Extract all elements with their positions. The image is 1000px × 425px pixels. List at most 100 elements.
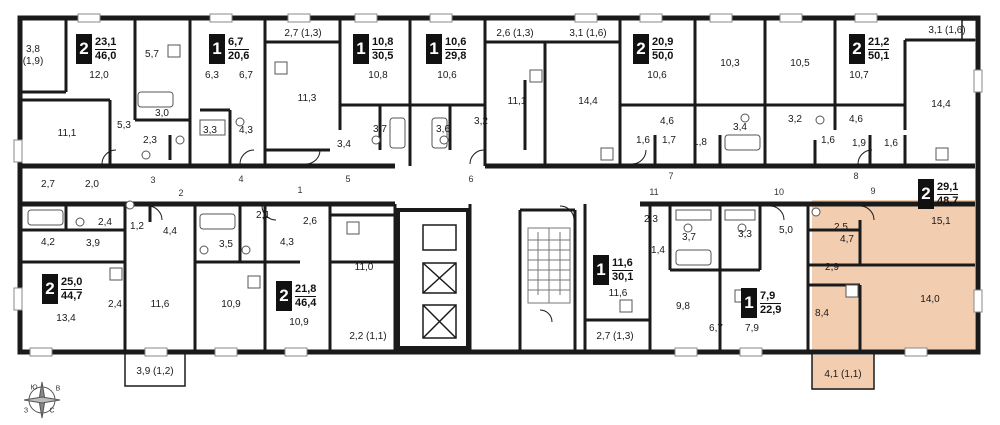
room-area: 3,5 (219, 239, 233, 250)
windows (13, 13, 983, 357)
apartment-living-area: 6,7 (228, 36, 250, 50)
room-area: 4,7 (840, 234, 854, 245)
compass-label-east: В (55, 385, 61, 393)
room-area: 3,3 (203, 125, 217, 136)
room-area: 4,6 (849, 114, 863, 125)
door-number: 7 (668, 171, 674, 181)
room-area: 1,6 (821, 135, 835, 146)
room-area: 14,4 (578, 96, 598, 107)
room-area: 11,3 (297, 93, 317, 104)
door-number: 1 (297, 185, 303, 195)
room-area: 1,7 (662, 135, 676, 146)
room-area: 2,1 (256, 210, 270, 221)
room-area: 3,0 (155, 108, 169, 119)
room-area: 1,4 (651, 245, 665, 256)
room-area: 5,7 (145, 49, 159, 60)
apartment-rooms: 1 (426, 34, 442, 64)
door-number: 9 (870, 186, 876, 196)
staircase (527, 227, 571, 304)
room-area: 3,2 (788, 114, 802, 125)
apartment-rooms: 2 (276, 281, 292, 311)
compass-label-north: С (49, 407, 55, 415)
apartment-total-area: 46,0 (95, 49, 117, 62)
room-area: 10,6 (647, 70, 667, 81)
apartment-total-area: 46,4 (295, 296, 317, 309)
room-area: 1,9 (852, 138, 866, 149)
apartment-rooms: 1 (593, 255, 609, 285)
room-area: 3,6 (436, 124, 450, 135)
room-area: 2,6 (1,3) (496, 28, 534, 39)
apartment-rooms: 2 (633, 34, 649, 64)
room-area: 1,2 (130, 221, 144, 232)
apartment-total-area: 44,7 (61, 289, 83, 302)
room-area: 2,3 (644, 214, 658, 225)
room-area: 3,4 (337, 139, 351, 150)
room-area: 3,1 (1,6) (928, 25, 966, 36)
room-area: 4,1 (1,1) (824, 369, 862, 380)
room-area: 10,3 (720, 58, 740, 69)
room-area: 2,7 (1,3) (596, 331, 634, 342)
room-area: 10,9 (289, 317, 309, 328)
apartment-total-area: 50,1 (868, 49, 890, 62)
bathroom-fixtures (27, 91, 825, 266)
room-area: 10,6 (437, 70, 457, 81)
room-area: 2,5 (834, 222, 848, 233)
room-area: 3,7 (682, 232, 696, 243)
door-number: 2 (178, 188, 184, 198)
room-area: 2,3 (143, 135, 157, 146)
apartment-living-area: 11,6 (612, 256, 634, 271)
corridor (18, 168, 975, 200)
room-area: 3,2 (474, 116, 488, 127)
room-area: 5,0 (779, 225, 793, 236)
room-area: 3,7 (373, 124, 387, 135)
apartment-rooms: 2 (76, 34, 92, 64)
apartment-total-area: 20,6 (228, 49, 250, 62)
apartment-total-area: 29,8 (445, 49, 467, 62)
apartment-rooms: 1 (209, 34, 225, 64)
room-area: 12,0 (89, 70, 109, 81)
room-area: 11,6 (608, 288, 628, 299)
room-area: 2,6 (303, 216, 317, 227)
door-number: 8 (853, 171, 859, 181)
room-area: 11,1 (57, 128, 77, 139)
apartment-living-area: 21,2 (868, 35, 890, 50)
room-area: 2,7 (41, 179, 55, 190)
interior-walls-top (20, 18, 975, 166)
kitchen-stoves (109, 44, 949, 313)
compass-label-south: Ю (30, 384, 38, 392)
apartment-total-area: 22,9 (760, 303, 782, 316)
room-area: 14,4 (931, 99, 951, 110)
room-area: 10,8 (368, 70, 388, 81)
apartment-living-area: 25,0 (61, 275, 83, 290)
apartment-living-area: 7,9 (760, 290, 782, 304)
room-area: 2,4 (98, 217, 112, 228)
room-area: 13,4 (56, 313, 76, 324)
door-number: 4 (238, 174, 244, 184)
apartment-living-area: 10,8 (372, 35, 394, 50)
door-number: 5 (345, 174, 351, 184)
compass-label-west: З (23, 407, 29, 415)
room-area: 3,9 (86, 238, 100, 249)
room-area: 2,2 (1,1) (349, 331, 387, 342)
apartment-living-area: 23,1 (95, 35, 117, 50)
room-area: 2,0 (85, 179, 99, 190)
room-area: 6,7 (239, 70, 253, 81)
door-number: 10 (773, 187, 785, 197)
room-area: 14,0 (920, 294, 940, 305)
room-area: 10,7 (849, 70, 869, 81)
room-area: 4,2 (41, 237, 55, 248)
room-area: 11,6 (150, 299, 170, 310)
apartment-total-area: 30,1 (612, 270, 634, 283)
room-area: 2,9 (825, 262, 839, 273)
